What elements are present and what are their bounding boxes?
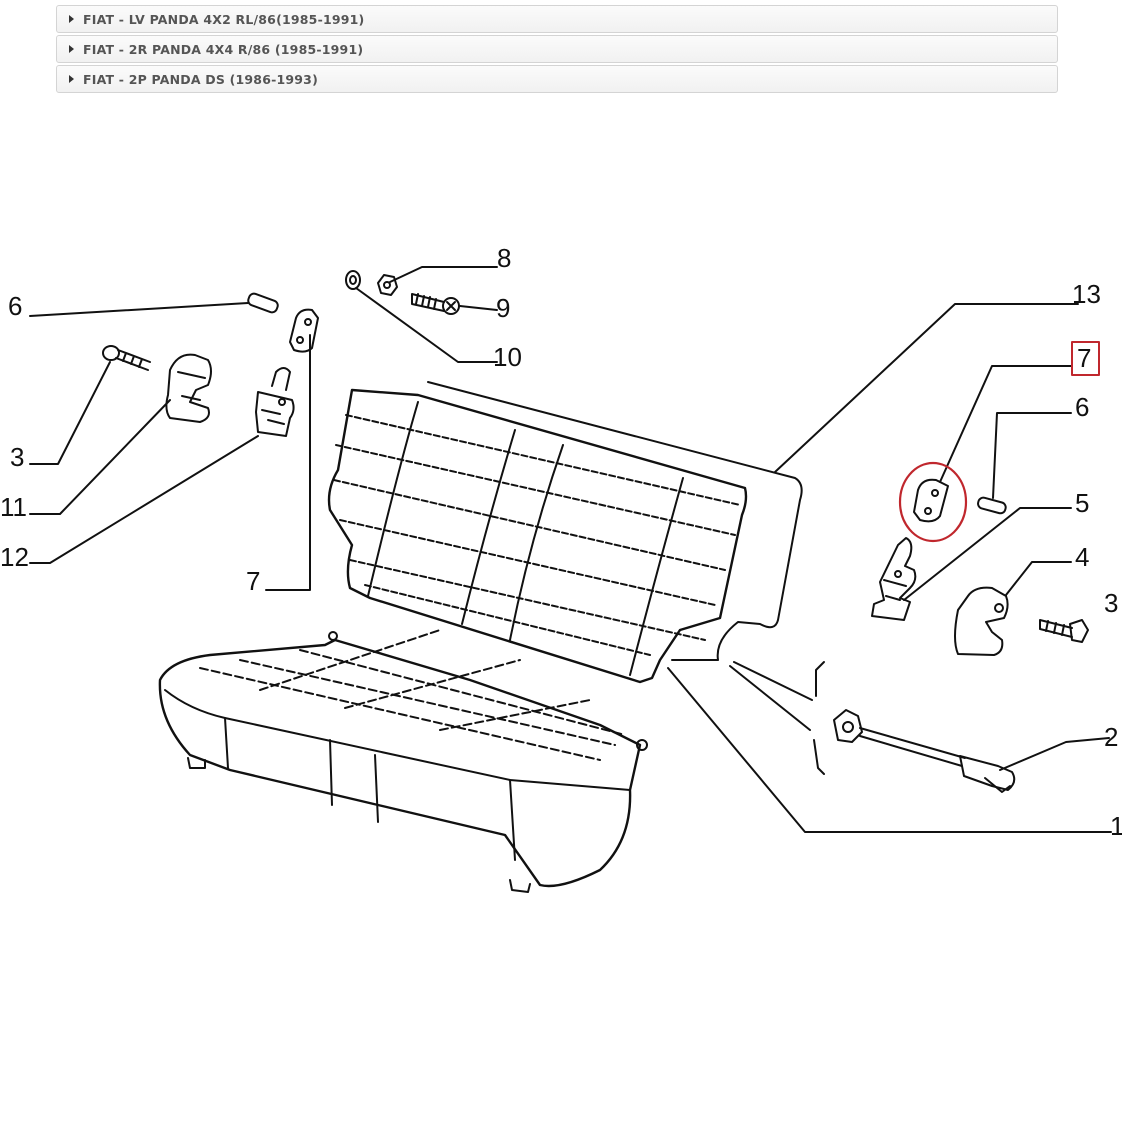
model-row-2p-panda-ds[interactable]: FIAT - 2P PANDA DS (1986-1993) bbox=[56, 65, 1058, 93]
model-label: FIAT - 2R PANDA 4X4 R/86 (1985-1991) bbox=[83, 41, 364, 57]
part-highlight-circle bbox=[898, 461, 968, 543]
model-row-lv-panda-4x2[interactable]: FIAT - LV PANDA 4X2 RL/86(1985-1991) bbox=[56, 5, 1058, 33]
caret-right-icon bbox=[69, 15, 74, 23]
washer-10 bbox=[345, 270, 361, 290]
callout-6-right[interactable]: 6 bbox=[1075, 392, 1089, 422]
callout-12[interactable]: 12 bbox=[0, 542, 29, 572]
model-label: FIAT - 2P PANDA DS (1986-1993) bbox=[83, 71, 318, 87]
plate-7-left bbox=[289, 308, 319, 353]
callout-10[interactable]: 10 bbox=[493, 342, 522, 372]
callout-7-right[interactable]: 7 bbox=[1077, 343, 1091, 373]
callout-5[interactable]: 5 bbox=[1075, 488, 1089, 518]
model-row-2r-panda-4x4[interactable]: FIAT - 2R PANDA 4X4 R/86 (1985-1991) bbox=[56, 35, 1058, 63]
pin-6-left bbox=[247, 292, 279, 314]
release-cable-2 bbox=[833, 709, 1016, 793]
callout-9[interactable]: 9 bbox=[496, 293, 510, 323]
nut-8 bbox=[377, 274, 398, 296]
leader-lines bbox=[29, 266, 1112, 833]
plate-7-right bbox=[913, 478, 949, 523]
bracket-4 bbox=[954, 586, 1009, 656]
callout-3-right[interactable]: 3 bbox=[1104, 588, 1118, 618]
bolt-3-left bbox=[102, 345, 151, 371]
callout-11[interactable]: 11 bbox=[0, 492, 27, 522]
hinge-12 bbox=[255, 367, 295, 437]
break-line bbox=[813, 739, 825, 775]
seat-cushion bbox=[158, 629, 648, 893]
callout-4[interactable]: 4 bbox=[1075, 542, 1089, 572]
break-line bbox=[815, 661, 825, 697]
callout-6-left[interactable]: 6 bbox=[8, 291, 22, 321]
bracket-11 bbox=[165, 353, 212, 423]
callout-7-highlight-box bbox=[1071, 341, 1100, 376]
callout-8[interactable]: 8 bbox=[497, 243, 511, 273]
screw-9 bbox=[411, 293, 460, 315]
callout-13[interactable]: 13 bbox=[1072, 279, 1101, 309]
caret-right-icon bbox=[69, 75, 74, 83]
hinge-5 bbox=[871, 537, 917, 621]
bolt-3-right bbox=[1039, 619, 1089, 643]
caret-right-icon bbox=[69, 45, 74, 53]
callout-2[interactable]: 2 bbox=[1104, 722, 1118, 752]
model-label: FIAT - LV PANDA 4X2 RL/86(1985-1991) bbox=[83, 11, 365, 27]
callout-7-left[interactable]: 7 bbox=[246, 566, 260, 596]
callout-1[interactable]: 1 bbox=[1110, 811, 1122, 841]
callout-3-left[interactable]: 3 bbox=[10, 442, 24, 472]
seat-backrest bbox=[327, 381, 803, 684]
pin-6-right bbox=[977, 496, 1007, 515]
model-list: FIAT - LV PANDA 4X2 RL/86(1985-1991) FIA… bbox=[56, 5, 1058, 95]
